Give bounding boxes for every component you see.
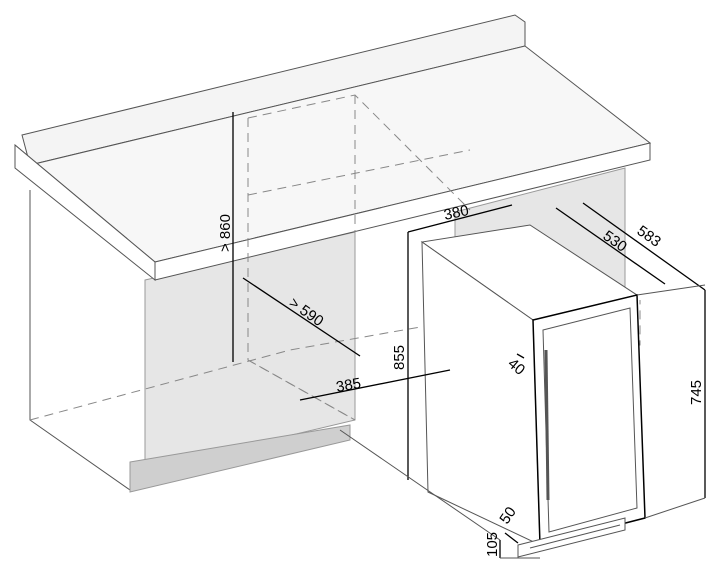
- door-handle[interactable]: [544, 349, 550, 501]
- label-niche-height: > 860: [217, 214, 234, 252]
- wine-cooler: [420, 224, 646, 558]
- countertop-side: [14, 143, 156, 282]
- label-niche-width: 385: [335, 375, 363, 396]
- label-appliance-height: 855: [391, 345, 408, 370]
- label-appliance-width: 380: [442, 202, 470, 224]
- label-plinth-depth: 50: [496, 504, 519, 527]
- label-door-height: 745: [688, 380, 705, 405]
- dimension-lines: [232, 112, 706, 559]
- appliance-door[interactable]: [532, 294, 646, 546]
- countertop: [14, 14, 652, 282]
- label-plinth-height: 105: [484, 532, 501, 557]
- label-depth-with-door: 583: [634, 222, 664, 250]
- cabinet-plinth: [129, 424, 351, 493]
